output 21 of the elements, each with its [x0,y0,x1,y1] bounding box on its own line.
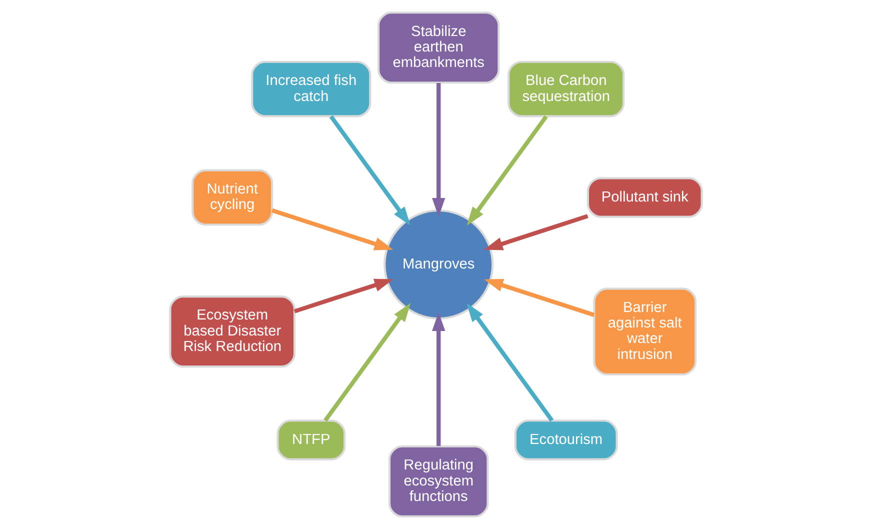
arrow [466,303,554,422]
node-circle: Mangroves [384,209,494,320]
node-box: Ecotourism [514,420,618,460]
node-box: Blue Carbon sequestration [508,60,625,118]
node-box: Nutrient cycling [192,169,274,226]
arrow [271,208,394,250]
arrow [324,303,411,422]
node-box: Pollutant sink [586,177,703,218]
arrow [484,278,595,318]
arrow [432,312,446,446]
node-box: NTFP [276,420,346,460]
node-box: Stabilize earthen embankments [378,12,500,84]
node-box: Increased fish catch [251,60,372,118]
node-box: Barrier against salt water intrusion [593,288,697,376]
arrow [329,115,410,226]
node-box: Ecosystem based Disaster Risk Reduction [169,295,296,368]
arrow [484,214,588,250]
arrow [466,115,548,226]
arrow [432,82,446,217]
arrow [294,278,394,314]
node-box: Regulating ecosystem functions [388,445,489,518]
